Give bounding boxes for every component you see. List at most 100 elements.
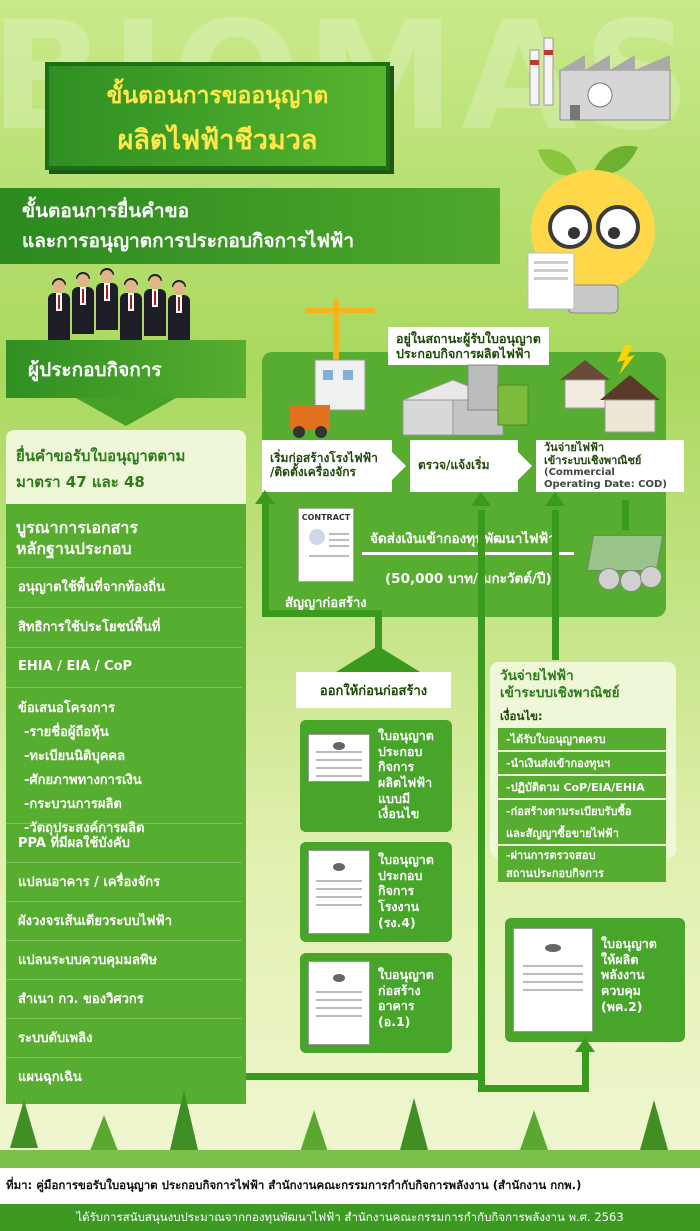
- certificate-icon: [308, 850, 370, 934]
- houses-illustration: [560, 345, 660, 433]
- cod-line4: Operating Date: COD): [544, 478, 667, 490]
- flow-line: [262, 500, 269, 615]
- license-line: เงื่อนไข: [378, 806, 420, 822]
- doc-single-line: ผังวงจรเส้นเดียวระบบไฟฟ้า: [6, 901, 242, 938]
- operator-label: ผู้ประกอบกิจการ: [28, 359, 162, 381]
- contract-document-icon: CONTRACT: [298, 508, 354, 582]
- license-line: (พค.2): [601, 998, 643, 1014]
- cod-condition: -ปฏิบัติตาม CoP/EIA/EHIA: [498, 776, 666, 798]
- business-person: [120, 278, 142, 340]
- seal-icon: [309, 529, 325, 545]
- cod-title: วันจ่ายไฟฟ้า เข้าระบบเชิงพาณิชย์: [500, 668, 620, 702]
- flow-arrow-up: [575, 1038, 595, 1052]
- factory-illustration: [529, 37, 671, 121]
- business-person: [48, 278, 70, 340]
- cod-conditions-label: เงื่อนไข:: [500, 709, 543, 723]
- flow-arrow-up: [255, 490, 275, 504]
- main-title-line2: ผลิตไฟฟ้าชีวมวล: [117, 125, 318, 156]
- business-person: [96, 268, 118, 330]
- fund-line2: (50,000 บาท/เมกะวัตต์/ปี): [385, 571, 552, 587]
- license-card-factory: ใบอนุญาต ประกอบ กิจการ โรงงาน (รง.4): [300, 842, 452, 942]
- step-start-construction: เริ่มก่อสร้างโรงไฟฟ้า /ติดตั้งเครื่องจัก…: [262, 440, 392, 492]
- tree-icon: [90, 1115, 118, 1151]
- power-plant-illustration: [401, 364, 529, 436]
- cod-condition: และสัญญาซื้อขายไฟฟ้า: [498, 822, 666, 844]
- license-text: ใบอนุญาต ประกอบ กิจการ ผลิตไฟฟ้า แบบมี เ…: [378, 728, 434, 822]
- step-arrow: [518, 452, 532, 480]
- step-inspect: ตรวจ/แจ้งเริ่ม: [410, 440, 518, 492]
- step-arrow: [392, 452, 406, 480]
- license-text: ใบอนุญาต ให้ผลิต พลังงาน ควบคุม (พค.2): [601, 936, 657, 1014]
- license-card-building: ใบอนุญาต ก่อสร้าง อาคาร (อ.1): [300, 953, 452, 1053]
- license-line: ประกอบ: [378, 743, 423, 759]
- proposal-item: -รายชื่อผู้ถือหุ้น: [24, 725, 109, 740]
- tree-icon: [10, 1100, 38, 1148]
- source-note: ที่มา: คู่มือการขอรับใบอนุญาต ประกอบกิจก…: [0, 1168, 700, 1204]
- flow-arrow-up: [471, 492, 491, 506]
- doc-ehia: EHIA / EIA / CoP: [6, 647, 242, 684]
- operator-label-box: ผู้ประกอบกิจการ: [6, 340, 246, 398]
- tree-icon: [400, 1098, 428, 1150]
- pre-construction-label: ออกให้ก่อนก่อสร้าง: [296, 672, 451, 708]
- license-text: ใบอนุญาต ประกอบ กิจการ โรงงาน (รง.4): [378, 852, 434, 930]
- proposal-item: -ทะเบียนนิติบุคคล: [24, 749, 126, 764]
- fund-line1: จัดส่งเงินเข้ากองทุนพัฒนาไฟฟ้า: [370, 531, 556, 547]
- flow-line: [478, 510, 485, 1090]
- documents-column: [6, 504, 246, 1104]
- doc-building-plan: แปลนอาคาร / เครื่องจักร: [6, 862, 242, 899]
- cod-title1: วันจ่ายไฟฟ้า: [500, 668, 574, 684]
- support-note: ได้รับการสนับสนุนงบประมาณจากกองทุนพัฒนาไ…: [0, 1204, 700, 1231]
- proposal-item: -วัตถุประสงค์การผลิต: [24, 821, 145, 836]
- apply-line1: ยื่นคำขอรับใบอนุญาตตาม: [16, 447, 186, 465]
- license-line: ใบอนุญาต: [378, 967, 434, 982]
- license-line: ควบคุม: [601, 982, 641, 998]
- apply-box: ยื่นคำขอรับใบอนุญาตตาม มาตรา 47 และ 48: [6, 430, 246, 504]
- coin-icon: [640, 566, 662, 588]
- tree-icon: [170, 1090, 198, 1150]
- construction-illustration: [290, 300, 375, 438]
- doc-emergency-plan: แผนฉุกเฉิน: [6, 1057, 242, 1094]
- cod-line1: วันจ่ายไฟฟ้า: [544, 440, 605, 454]
- business-person: [168, 280, 190, 342]
- certificate-icon: [513, 928, 593, 1032]
- status-line2: ประกอบกิจการผลิตไฟฟ้า: [396, 346, 531, 361]
- license-line: กิจการ: [378, 759, 415, 775]
- integration-line2: หลักฐานประกอบ: [16, 539, 132, 558]
- doc-engineer-license: สำเนา กว. ของวิศวกร: [6, 979, 242, 1016]
- flow-line: [375, 610, 382, 650]
- ground-strip: [0, 1150, 700, 1168]
- pre-construction-arrow: [336, 646, 420, 672]
- flow-line: [246, 1073, 482, 1080]
- license-line: ผลิตไฟฟ้า: [378, 774, 433, 790]
- doc-land-rights: สิทธิการใช้ประโยชน์พื้นที่: [6, 607, 242, 644]
- license-line: ใบอนุญาต: [378, 728, 434, 743]
- subtitle-line2: และการอนุญาตการประกอบกิจการไฟฟ้า: [22, 230, 355, 252]
- apply-line2: มาตรา 47 และ 48: [16, 473, 145, 491]
- doc-local-permit: อนุญาตใช้พื้นที่จากท้องถิ่น: [6, 567, 242, 604]
- license-line: โรงงาน: [378, 898, 420, 914]
- license-line: (รง.4): [378, 914, 416, 930]
- proposal-title: ข้อเสนอโครงการ: [18, 701, 115, 716]
- status-label-box: อยู่ในสถานะผู้รับใบอนุญาต ประกอบกิจการผล…: [388, 327, 549, 365]
- business-person: [72, 272, 94, 334]
- contract-doc-label: CONTRACT: [301, 513, 351, 522]
- cod-condition: -ผ่านการตรวจสอบ: [498, 846, 666, 864]
- proposal-item: -กระบวนการผลิต: [24, 797, 122, 812]
- step-cod: วันจ่ายไฟฟ้า เข้าระบบเชิงพาณิชย์ (Commer…: [536, 440, 684, 492]
- cod-line2: เข้าระบบเชิงพาณิชย์: [544, 453, 642, 467]
- integration-line1: บูรณาการเอกสาร: [16, 518, 138, 537]
- proposal-item: -ศักยภาพทางการเงิน: [24, 773, 142, 788]
- doc-ppa: PPA ที่มีผลใช้บังคับ: [6, 823, 242, 860]
- license-card-controlled-energy: ใบอนุญาต ให้ผลิต พลังงาน ควบคุม (พค.2): [505, 918, 685, 1042]
- license-line: กิจการ: [378, 883, 415, 899]
- license-line: ก่อสร้าง: [378, 982, 421, 998]
- doc-pollution-plan: แปลนระบบควบคุมมลพิษ: [6, 940, 242, 977]
- cod-condition: สถานประกอบกิจการ: [498, 864, 666, 882]
- certificate-icon: [308, 734, 370, 782]
- license-line: แบบมี: [378, 790, 411, 806]
- coin-icon: [620, 570, 642, 592]
- flow-line: [582, 1050, 589, 1092]
- operator-down-arrow: [76, 398, 176, 426]
- lightbulb-mascot-icon: [527, 145, 655, 314]
- license-line: ให้ผลิต: [601, 951, 639, 967]
